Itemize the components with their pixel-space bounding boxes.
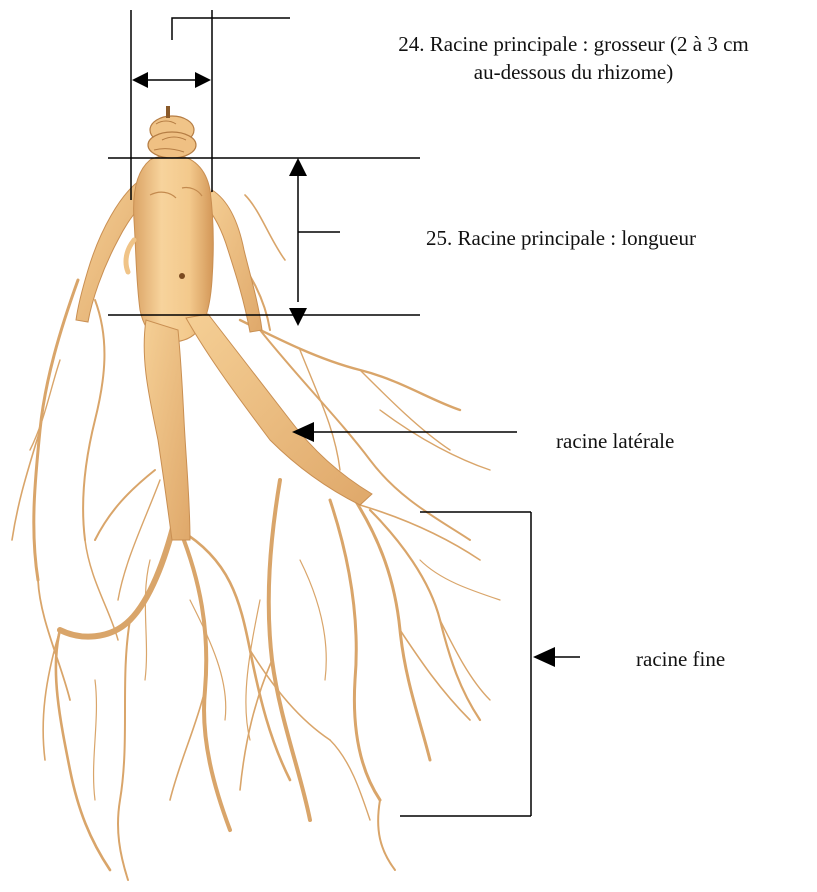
label-length: 25. Racine principale : longueur [426,224,696,252]
label-diameter-line1: 24. Racine principale : grosseur (2 à 3 … [330,30,817,58]
fine-root-arrow-head [533,647,555,667]
label-fine-root: racine fine [636,645,725,673]
label-lateral-root: racine latérale [556,427,674,455]
label-diameter-line2: au-dessous du rhizome) [330,58,817,86]
diameter-callout [172,18,290,40]
main-root [76,106,372,540]
label-diameter: 24. Racine principale : grosseur (2 à 3 … [330,30,817,86]
lateral-pointer [292,422,517,442]
